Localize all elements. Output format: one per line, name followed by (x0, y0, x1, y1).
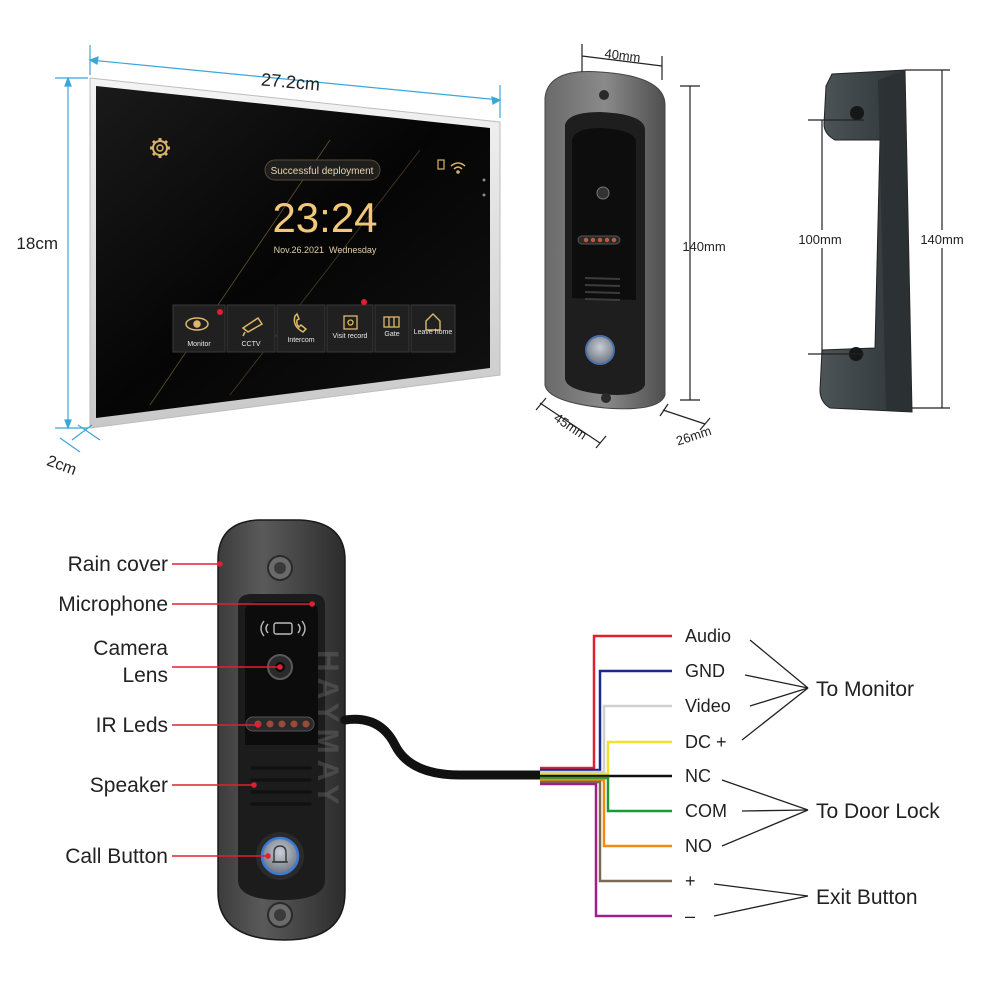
label-backdrop (792, 230, 848, 248)
wire-label-6: NO (685, 836, 712, 856)
rfid-icon (260, 620, 306, 637)
part-label-lens: Lens (122, 664, 168, 687)
mounting-bracket (819, 69, 913, 413)
wire-label-4: NC (685, 766, 711, 786)
wire-dc-3 (540, 740, 672, 776)
doorbell-base-label: 45mm (551, 410, 589, 443)
alert-dot (361, 299, 367, 305)
wire-label-3: DC + (685, 732, 727, 752)
menu-tile-intercom[interactable] (276, 304, 326, 353)
record-icon (343, 315, 358, 330)
menu-tile-gate[interactable] (374, 304, 410, 353)
status-pill (264, 159, 381, 181)
doorbell-width-label: 40mm (604, 46, 642, 65)
menu-label-monitor: Monitor (187, 341, 211, 348)
group-connectors (713, 639, 809, 917)
eye-icon (185, 317, 209, 331)
doorbell-height-label: 140mm (682, 239, 725, 254)
part-label-microphone: Microphone (58, 593, 168, 616)
menu-tiles: Monitor CCTV Intercom Visit record Gate … (172, 299, 456, 353)
screw-hole (601, 393, 611, 403)
monitor: Successful deployment 23:24 Nov.26.2021 … (89, 77, 501, 429)
clock-date: Nov.26.2021 Wednesday (274, 245, 377, 255)
part-label-ir-leds: IR Leds (96, 714, 168, 737)
monitor-width-label: 27.2cm (260, 69, 321, 94)
clock-time: 23:24 (272, 194, 377, 241)
menu-label-leave-home: Leave home (414, 329, 453, 336)
ir-leds (577, 235, 621, 245)
alert-dot (217, 309, 223, 315)
wire--8 (540, 782, 672, 918)
wire-video-2 (540, 704, 672, 774)
indicator-led (482, 178, 486, 182)
wire-audio-0 (540, 634, 672, 770)
doorbell-3d (544, 71, 666, 410)
bell-icon (272, 845, 288, 863)
wifi-icon (450, 162, 466, 174)
gear-icon[interactable] (150, 138, 170, 158)
callout-lines (172, 561, 315, 859)
monitor-height-label: 18cm (16, 234, 58, 253)
doorbell-depth-label: 26mm (674, 423, 713, 448)
wire-label-2: Video (685, 696, 731, 716)
group-label-exit-button: Exit Button (816, 886, 918, 909)
menu-label-intercom: Intercom (287, 337, 314, 344)
menu-label-gate: Gate (384, 331, 399, 338)
wire-label-7: + (685, 871, 696, 891)
wire-label-0: Audio (685, 626, 731, 646)
wire-label-8: – (685, 906, 695, 926)
screw-hole (599, 90, 609, 100)
bracket-height-label: 140mm (920, 232, 963, 247)
screen-decoration (229, 149, 421, 396)
doorbell-dimensions (535, 44, 711, 449)
part-label-rain-cover: Rain cover (68, 553, 168, 576)
speaker-grille (250, 766, 312, 806)
monitor-dimensions (55, 45, 502, 453)
menu-label-cctv: CCTV (241, 341, 260, 348)
speaker-grille (584, 277, 621, 301)
menu-tile-leave-home[interactable] (410, 304, 456, 353)
wire-gnd-1 (540, 669, 672, 772)
menu-tile-monitor[interactable] (172, 304, 226, 353)
home-icon (425, 313, 441, 331)
wire-label-1: GND (685, 661, 725, 681)
group-label-monitor: To Monitor (816, 678, 914, 701)
part-label-call-button: Call Button (65, 845, 168, 868)
doorbell-front: HAYMAY (217, 519, 346, 941)
label-backdrop (912, 230, 972, 248)
sd-card-icon (437, 159, 445, 170)
camera-icon (241, 316, 264, 337)
part-label-camera: Camera (93, 637, 168, 660)
gate-icon (383, 316, 400, 328)
watermark: HAYMAY (311, 650, 344, 811)
cable (340, 714, 545, 780)
wire-no-6 (540, 778, 672, 848)
mount-hole (850, 106, 864, 120)
wire--7 (540, 780, 672, 883)
phone-icon (293, 312, 308, 333)
monitor-depth-label: 2cm (44, 453, 78, 479)
menu-tile-cctv[interactable] (226, 304, 276, 353)
call-button (585, 335, 615, 365)
group-label-door-lock: To Door Lock (816, 800, 940, 823)
screen-decoration (149, 139, 331, 406)
bracket-hole-spacing-label: 100mm (798, 232, 841, 247)
camera-lens (596, 186, 610, 200)
part-label-speaker: Speaker (90, 774, 168, 797)
menu-label-visit-record: Visit record (333, 333, 368, 340)
indicator-led (482, 193, 486, 197)
wire-label-5: COM (685, 801, 727, 821)
wire-com-5 (540, 776, 672, 813)
ir-leds (245, 716, 315, 732)
status-text: Successful deployment (271, 166, 374, 177)
